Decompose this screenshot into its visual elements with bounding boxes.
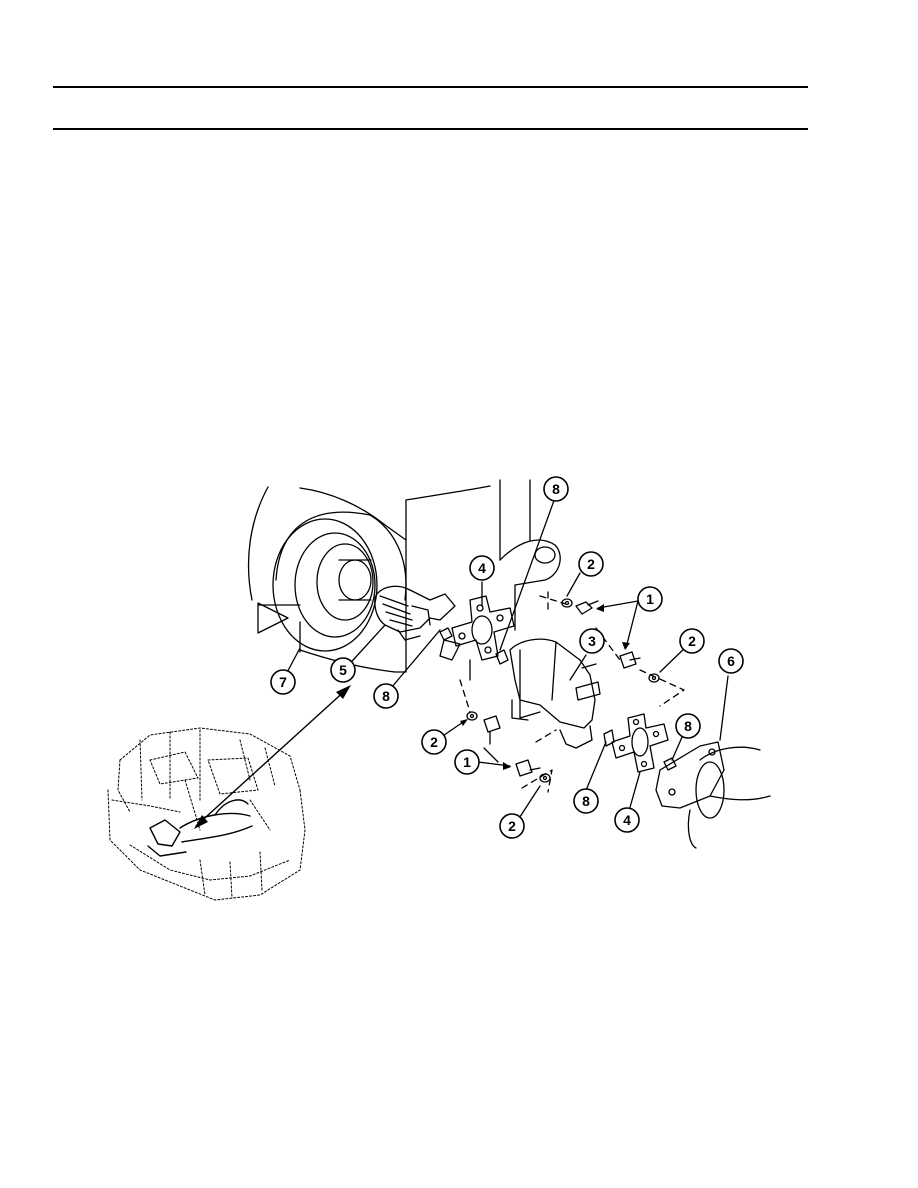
callout-circle-4-b — [614, 807, 640, 833]
callout-labels: 7 5 8 4 8 2 1 3 2 6 2 1 8 2 8 4 — [279, 481, 735, 834]
header-rule-top — [53, 86, 808, 88]
transmission-housing — [247, 479, 561, 673]
callout-circle-8-a — [373, 683, 399, 709]
callout-label-5: 5 — [339, 662, 347, 678]
spider-part-4-upper — [439, 595, 515, 681]
callout-label-2-c: 2 — [430, 734, 438, 750]
callout-label-2-a: 2 — [587, 556, 595, 572]
callout-circle-1-a — [637, 586, 663, 612]
callout-label-2-b: 2 — [688, 633, 696, 649]
callout-circle-4-a — [469, 555, 495, 581]
vehicle-locator-inset — [107, 727, 306, 901]
callout-circle-3 — [579, 628, 605, 654]
hardware-parts — [439, 598, 677, 783]
alignment-lines — [459, 591, 685, 793]
callout-label-4-b: 4 — [623, 812, 631, 828]
callout-label-8-c: 8 — [684, 718, 692, 734]
callouts — [270, 476, 744, 839]
callout-label-1-b: 1 — [463, 754, 471, 770]
header-rule-bottom — [53, 128, 808, 130]
callout-label-8-b: 8 — [552, 481, 560, 497]
callout-circle-1-b — [454, 749, 480, 775]
callout-circle-8-c — [675, 713, 701, 739]
callout-label-3: 3 — [588, 633, 596, 649]
callout-label-8-a: 8 — [382, 688, 390, 704]
callout-circle-2-b — [679, 628, 705, 654]
splined-yoke-part-5 — [374, 585, 456, 641]
callout-label-1-a: 1 — [646, 591, 654, 607]
callout-circle-8-d — [573, 788, 599, 814]
callout-label-8-d: 8 — [582, 793, 590, 809]
callout-label-2-d: 2 — [508, 818, 516, 834]
spider-part-4-lower — [611, 713, 669, 773]
callout-circle-6 — [718, 648, 744, 674]
shaft-yoke-part-6 — [655, 741, 771, 849]
callout-circle-2-d — [499, 813, 525, 839]
callout-circle-2-a — [578, 551, 604, 577]
callout-label-4-a: 4 — [478, 560, 486, 576]
leader-arrowheads — [460, 604, 630, 770]
callout-circle-7 — [270, 669, 296, 695]
locator-arrow — [195, 687, 349, 827]
callout-circle-5 — [330, 657, 356, 683]
center-yoke-part-3 — [509, 638, 601, 749]
callout-label-7: 7 — [279, 674, 287, 690]
callout-circle-2-c — [421, 729, 447, 755]
callout-circle-8-b — [543, 476, 569, 502]
vehicle-highlight-shaft — [147, 799, 253, 857]
callout-label-6: 6 — [727, 653, 735, 669]
